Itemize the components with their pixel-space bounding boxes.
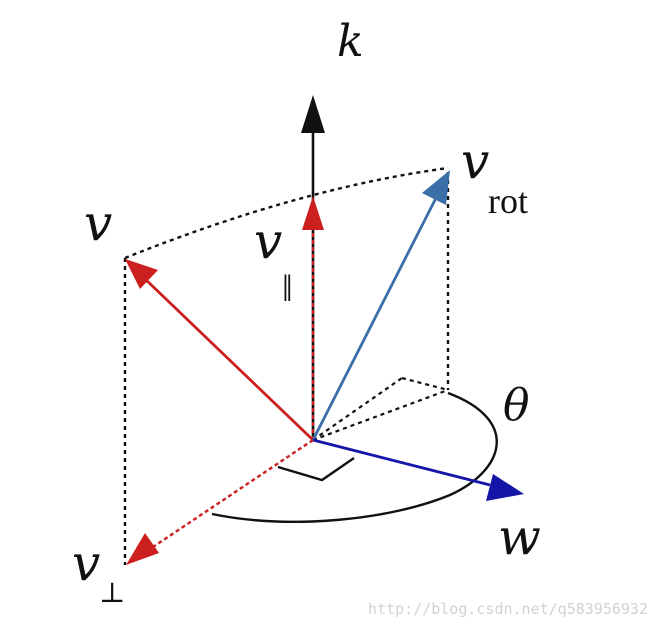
theta-angle-arc (211, 391, 498, 523)
k-axis-arrowhead (301, 95, 325, 133)
label-v-perp-subscript: ⊥ (99, 578, 126, 609)
right-angle-marker (277, 457, 355, 482)
label-theta: θ (503, 380, 530, 431)
dashed-top-arc (124, 166, 449, 260)
w-vector-arrowhead (486, 474, 524, 501)
label-w: w (498, 508, 541, 566)
label-v: v (84, 194, 113, 252)
v-parallel-arrowhead (302, 196, 324, 230)
w-vector-line (312, 438, 491, 487)
label-k: k (337, 16, 364, 67)
label-v-rot: v (461, 132, 490, 190)
v-rot-vector-line (311, 195, 439, 441)
label-v-rot-subscript: rot (488, 181, 528, 221)
watermark-text: http://blog.csdn.net/q583956932 (368, 600, 648, 618)
v-perp-line (149, 439, 314, 550)
v-vector-line (142, 275, 314, 442)
label-v-perp: v (72, 534, 101, 592)
dashed-base-line-2 (401, 376, 449, 392)
label-v-parallel: v (254, 212, 283, 270)
v-vector-arrowhead (125, 259, 158, 289)
v-rot-vector-arrowhead (422, 170, 450, 205)
v-perp-arrowhead (126, 533, 159, 565)
dashed-base-line-1 (312, 377, 403, 441)
label-v-parallel-subscript: ‖ (282, 268, 293, 310)
